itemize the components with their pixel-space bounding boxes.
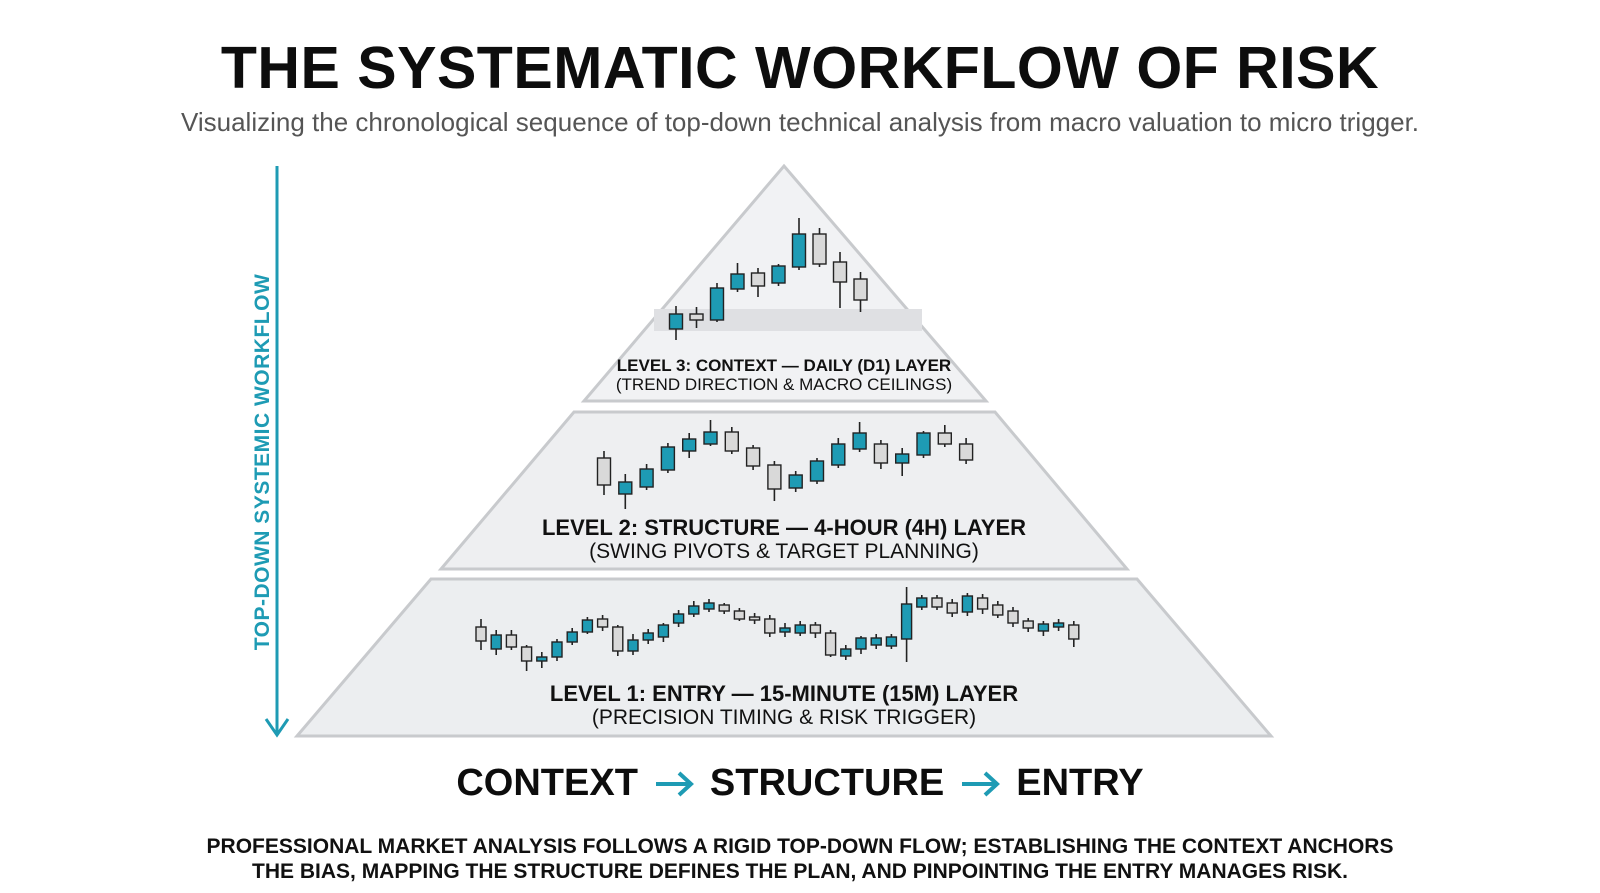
bullish-candle (642, 632, 654, 641)
bullish-candle (791, 233, 807, 268)
level-1-layer: LEVEL 1: ENTRY — 15-MINUTE (15M) LAYER (… (293, 577, 1275, 738)
bearish-candle (748, 616, 761, 621)
bearish-candle (958, 443, 974, 461)
bearish-candle (767, 464, 782, 490)
right-arrow-icon (962, 771, 1001, 796)
bullish-candle (682, 438, 697, 452)
level-2-subtitle: (SWING PIVOTS & TARGET PLANNING) (589, 540, 979, 563)
bullish-candle (627, 639, 639, 652)
bullish-candle (900, 603, 913, 640)
bullish-candle (688, 605, 700, 615)
bullish-candle (809, 460, 825, 482)
summary-text: PROFESSIONAL MARKET ANALYSIS FOLLOWS A R… (0, 834, 1600, 884)
bearish-candle (612, 626, 624, 652)
bearish-candle (976, 597, 989, 610)
context-structure-entry-sequence: CONTEXT STRUCTURE ENTRY (0, 762, 1600, 805)
page-title: THE SYSTEMATIC WORKFLOW OF RISK (220, 35, 1380, 101)
bearish-candle (505, 634, 518, 648)
bearish-candle (724, 431, 739, 452)
bullish-candle (788, 474, 803, 489)
bullish-candle (961, 595, 974, 613)
bullish-candle (852, 432, 867, 450)
bullish-candle (779, 627, 791, 633)
bearish-candle (992, 604, 1004, 616)
level-1-title: LEVEL 1: ENTRY — 15-MINUTE (15M) LAYER (550, 681, 1018, 706)
level-2-shape (437, 410, 1131, 571)
bearish-candle (764, 618, 776, 634)
bullish-candle (657, 624, 670, 638)
bullish-candle (831, 443, 846, 466)
bearish-candle (832, 261, 848, 283)
bearish-candle (809, 624, 822, 634)
bearish-candle (689, 313, 704, 321)
bullish-candle (703, 431, 718, 445)
bearish-candle (946, 602, 958, 614)
level-3-subtitle: (TREND DIRECTION & MACRO CEILINGS) (616, 375, 952, 394)
bullish-candle (581, 619, 594, 633)
bearish-candle (745, 447, 761, 467)
bullish-candle (566, 631, 578, 643)
bullish-candle (709, 287, 725, 321)
bullish-candle (916, 432, 931, 456)
bearish-candle (1068, 624, 1080, 640)
bullish-candle (1037, 623, 1050, 632)
bearish-candle (750, 272, 766, 287)
bullish-candle (730, 273, 745, 290)
bearish-candle (931, 597, 943, 608)
bullish-candle (536, 656, 548, 662)
bearish-candle (596, 618, 609, 628)
level-1-subtitle: (PRECISION TIMING & RISK TRIGGER) (592, 706, 976, 729)
bearish-candle (520, 646, 533, 662)
bullish-candle (916, 597, 928, 608)
level-3-title: LEVEL 3: CONTEXT — DAILY (D1) LAYER (617, 356, 951, 375)
level-3-layer: LEVEL 3: CONTEXT — DAILY (D1) LAYER (TRE… (580, 163, 990, 403)
bullish-candle (703, 602, 715, 610)
bearish-candle (853, 278, 868, 301)
page-subtitle: Visualizing the chronological sequence o… (180, 107, 1420, 137)
summary-line-2: THE BIAS, MAPPING THE STRUCTURE DEFINES … (252, 860, 1348, 883)
bullish-candle (639, 468, 654, 488)
sequence-entry: ENTRY (1016, 762, 1144, 804)
bearish-candle (873, 443, 889, 464)
bullish-candle (551, 641, 563, 658)
sequence-structure: STRUCTURE (709, 762, 945, 804)
level-1-candles (475, 587, 1080, 671)
bearish-candle (1007, 610, 1019, 624)
bullish-candle (840, 648, 852, 657)
level-3-candles (668, 218, 868, 340)
bullish-candle (1052, 622, 1065, 628)
bearish-candle (937, 432, 952, 445)
bearish-candle (812, 233, 827, 265)
level-2-layer: LEVEL 2: STRUCTURE — 4-HOUR (4H) LAYER (… (437, 410, 1131, 571)
bullish-candle (794, 624, 806, 634)
bearish-candle (596, 457, 612, 486)
bullish-candle (870, 637, 882, 646)
bearish-candle (475, 626, 487, 642)
bullish-candle (855, 637, 867, 650)
bullish-candle (668, 313, 684, 330)
level-2-candles (596, 420, 974, 509)
bullish-candle (895, 453, 910, 464)
bullish-candle (490, 634, 502, 650)
bullish-candle (672, 613, 685, 624)
summary-line-1: PROFESSIONAL MARKET ANALYSIS FOLLOWS A R… (206, 835, 1394, 858)
bullish-candle (660, 446, 676, 471)
top-down-arrow (264, 166, 290, 738)
bearish-candle (824, 632, 837, 656)
bullish-candle (771, 265, 786, 284)
bearish-candle (718, 604, 730, 612)
bearish-candle (733, 610, 746, 620)
right-arrow-icon (655, 771, 694, 796)
bearish-candle (1022, 620, 1034, 629)
sequence-context: CONTEXT (456, 762, 638, 804)
level-2-title: LEVEL 2: STRUCTURE — 4-HOUR (4H) LAYER (542, 515, 1026, 540)
bullish-candle (618, 481, 633, 495)
bullish-candle (885, 636, 898, 647)
